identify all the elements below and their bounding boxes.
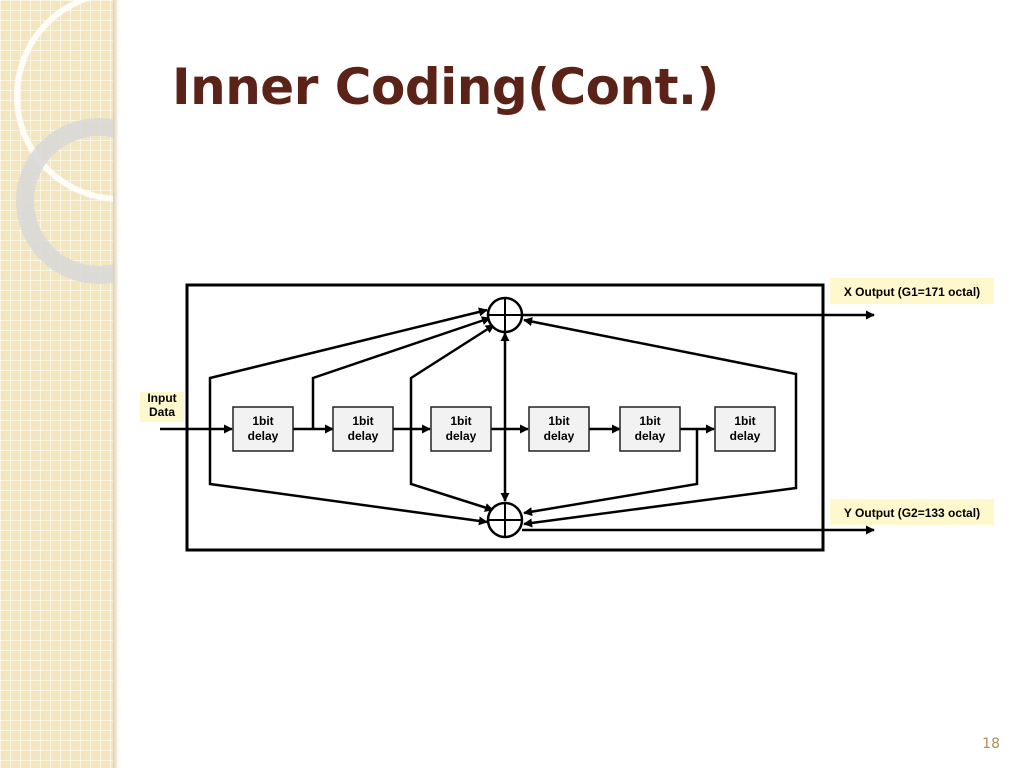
delay-box-3 — [430, 406, 492, 452]
delay-label-2a: 1bit — [352, 414, 373, 428]
delay-label-1a: 1bit — [252, 414, 273, 428]
tap-input-to-y-adder — [208, 429, 488, 526]
delay-label-4a: 1bit — [548, 414, 569, 428]
tap-d2-to-x-adder — [409, 323, 495, 429]
sidebar-edge — [113, 0, 119, 768]
slide-title: Inner Coding(Cont.) — [172, 58, 719, 116]
delay-box-1 — [232, 406, 294, 452]
x-output-label: X Output (G1=171 octal) — [844, 285, 980, 299]
delay-label-5a: 1bit — [639, 414, 660, 428]
y-adder-icon — [486, 501, 524, 539]
input-label-box — [140, 392, 184, 422]
input-label-line1: Input — [147, 391, 176, 405]
delay-label-3a: 1bit — [450, 414, 471, 428]
encoder-frame — [185, 283, 825, 552]
tap-d1-to-x-adder — [311, 316, 491, 429]
tap-d2-to-y-adder — [409, 429, 494, 512]
page-number: 18 — [982, 736, 1000, 752]
delay-label-1b: delay — [248, 429, 279, 443]
tap-d5-to-y-adder — [523, 429, 699, 517]
delay-box-6 — [714, 406, 776, 452]
y-output-label: Y Output (G2=133 octal) — [844, 506, 980, 520]
tap-input-to-x-adder — [208, 307, 488, 429]
delay-label-4b: delay — [544, 429, 575, 443]
delay-box-2 — [332, 406, 394, 452]
input-label-line2: Data — [149, 405, 175, 419]
tap-d6-to-y-adder — [523, 429, 798, 528]
x-adder-icon — [486, 296, 524, 334]
decorative-sidebar — [0, 0, 113, 768]
tap-d6-to-x-adder — [523, 317, 798, 429]
x-output-label-box — [830, 278, 994, 304]
delay-label-6b: delay — [730, 429, 761, 443]
delay-box-4 — [528, 406, 590, 452]
delay-label-6a: 1bit — [734, 414, 755, 428]
delay-label-5b: delay — [635, 429, 666, 443]
delay-label-3b: delay — [446, 429, 477, 443]
delay-label-2b: delay — [348, 429, 379, 443]
delay-box-5 — [619, 406, 681, 452]
y-output-label-box — [830, 499, 994, 525]
